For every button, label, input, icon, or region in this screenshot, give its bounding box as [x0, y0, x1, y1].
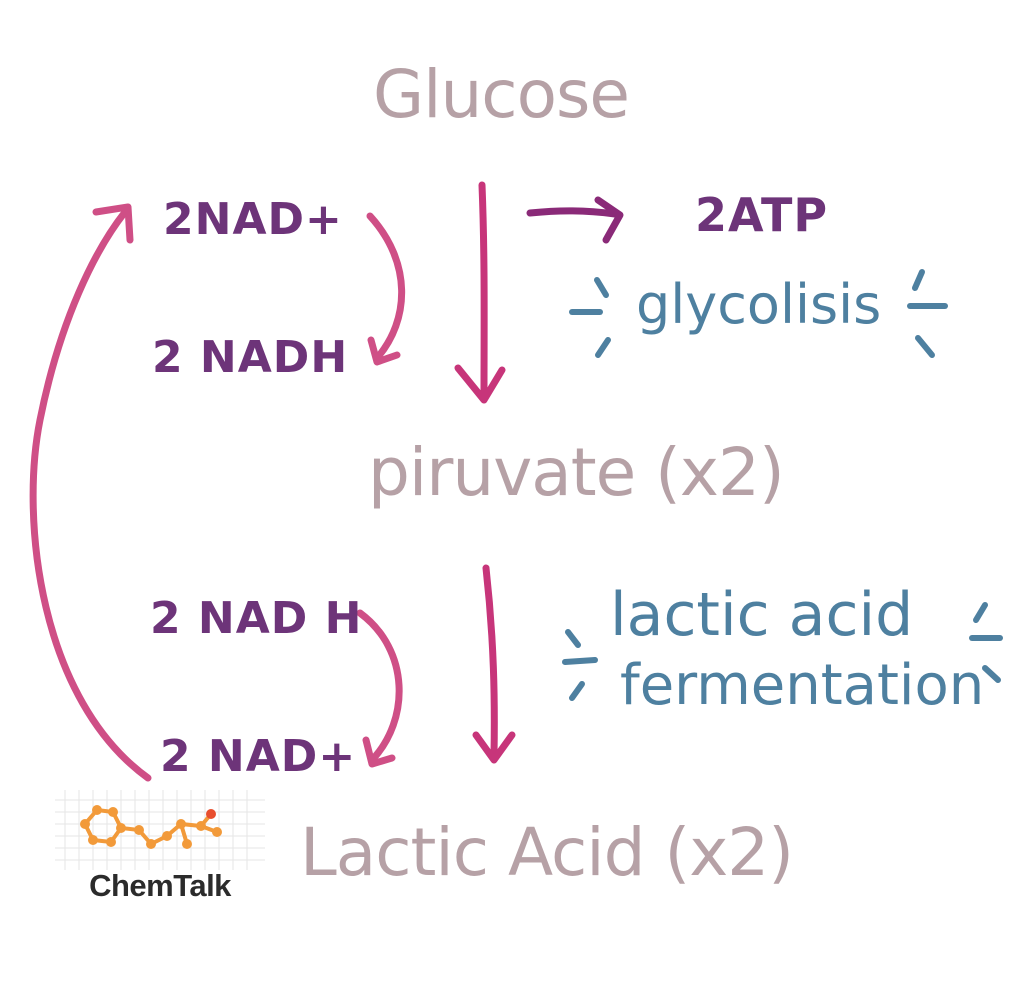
pyruvate-label: piruvate (x2): [368, 434, 785, 511]
nad-bottom-label: 2 NAD+: [160, 731, 357, 782]
nadh-to-nad-arrow: [356, 609, 403, 764]
chemtalk-logo: ChemTalk: [55, 790, 265, 910]
atp-arrow: [526, 207, 619, 218]
pyruvate-to-lactic-arrow: [482, 564, 498, 759]
molecule-icon: [55, 790, 265, 870]
nad-to-nadh-arrowhead: [367, 336, 401, 366]
nadh-to-nad-arrowhead: [362, 736, 396, 768]
nadh-top-label: 2 NADH: [152, 332, 349, 383]
nad-to-nadh-arrow: [366, 212, 406, 362]
lactic-acid-label: Lactic Acid (x2): [300, 814, 794, 891]
glucose-to-pyruvate-arrow: [478, 181, 488, 399]
glycolysis-label: glycolisis: [636, 273, 882, 336]
nadh-bottom-label: 2 NAD H: [150, 593, 363, 644]
nad-recycle-arrow: [29, 208, 152, 782]
fermentation-line1-label: lactic acid: [610, 580, 914, 650]
fermentation-dashes-left: [562, 629, 598, 701]
fermentation-line2-label: fermentation: [620, 653, 985, 718]
glucose-to-pyruvate-arrowhead: [454, 364, 506, 404]
glycolysis-dashes-right: [907, 269, 948, 358]
chemtalk-logo-text: ChemTalk: [89, 868, 231, 903]
glycolysis-dashes-left: [569, 277, 611, 358]
nad-top-label: 2NAD+: [163, 194, 343, 245]
fermentation-dashes-right: [969, 602, 1003, 683]
atp-label: 2ATP: [695, 188, 829, 242]
atp-arrowhead: [594, 196, 624, 244]
pyruvate-to-lactic-arrowhead: [472, 731, 516, 764]
nad-recycle-arrowhead: [92, 203, 134, 244]
glucose-label: Glucose: [373, 56, 630, 133]
